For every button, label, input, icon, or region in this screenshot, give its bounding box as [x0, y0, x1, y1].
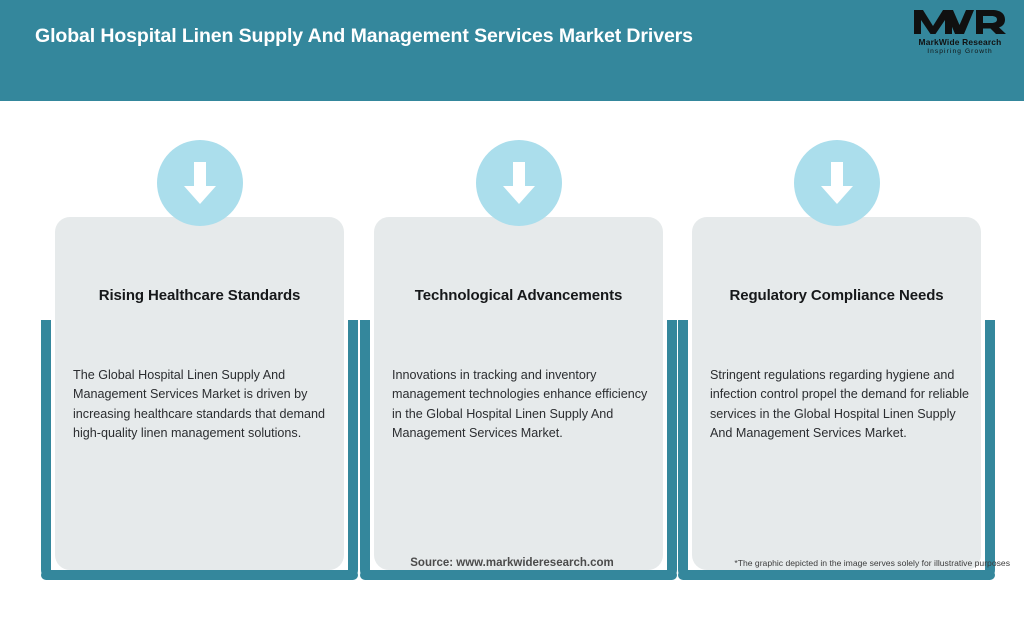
arrow-down-icon — [183, 162, 216, 204]
card-body-text: Innovations in tracking and inventory ma… — [392, 368, 648, 441]
card-rail-right — [348, 320, 358, 580]
arrow-down-icon — [820, 162, 853, 204]
card-rail-left — [678, 320, 688, 580]
card-icon-badge — [156, 140, 243, 226]
header-bar: Global Hospital Linen Supply And Managem… — [0, 0, 1024, 101]
page-title: Global Hospital Linen Supply And Managem… — [35, 25, 693, 47]
card-panel — [692, 217, 981, 570]
card-rail-left — [41, 320, 51, 580]
card-body-text: Stringent regulations regarding hygiene … — [710, 368, 970, 441]
logo-company-name: MarkWide Research — [918, 37, 1002, 47]
card-rail-bottom — [678, 570, 995, 580]
mwr-logo-icon — [914, 10, 1006, 34]
driver-card: Regulatory Compliance Needs Stringent re… — [678, 140, 995, 640]
cards-stage: Rising Healthcare Standards The Global H… — [0, 101, 1024, 580]
source-note: Source: www.markwideresearch.com — [410, 557, 614, 569]
card-panel — [55, 217, 344, 570]
card-rail-right — [667, 320, 677, 580]
driver-card: Rising Healthcare Standards The Global H… — [41, 140, 358, 640]
card-rail-right — [985, 320, 995, 580]
brand-logo: MarkWide Research Inspiring Growth — [908, 8, 1012, 60]
card-rail-bottom — [360, 570, 677, 580]
card-rail-bottom — [41, 570, 358, 580]
arrow-down-icon — [502, 162, 535, 204]
card-icon-badge — [475, 140, 562, 226]
driver-card: Technological Advancements Innovations i… — [360, 140, 677, 640]
logo-tagline: Inspiring Growth — [927, 48, 993, 55]
disclaimer-note: *The graphic depicted in the image serve… — [734, 558, 1010, 568]
card-heading: Regulatory Compliance Needs — [729, 287, 944, 304]
card-icon-badge — [793, 140, 880, 226]
card-body-text: The Global Hospital Linen Supply And Man… — [73, 368, 326, 441]
card-heading: Rising Healthcare Standards — [98, 287, 301, 304]
card-rail-left — [360, 320, 370, 580]
card-panel — [374, 217, 663, 570]
card-heading: Technological Advancements — [414, 287, 623, 304]
